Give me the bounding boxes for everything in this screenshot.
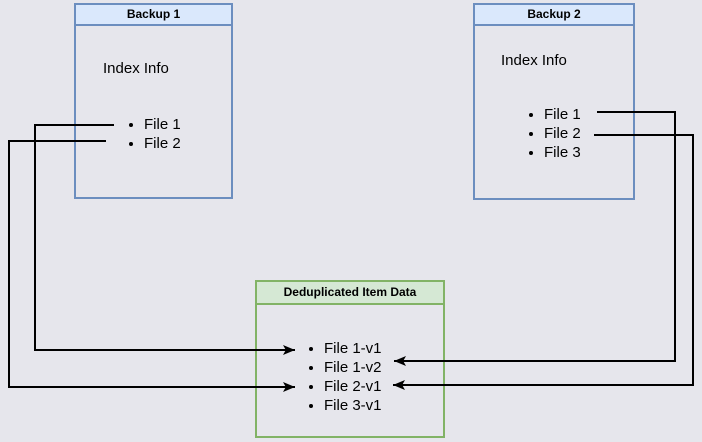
list-item: File 2-v1 bbox=[324, 377, 382, 396]
node-deduplicated-item-data: Deduplicated Item Data File 1-v1 File 1-… bbox=[255, 280, 445, 438]
node-dedup-title: Deduplicated Item Data bbox=[257, 282, 443, 305]
list-item: File 1-v2 bbox=[324, 358, 382, 377]
list-item: File 2 bbox=[544, 124, 581, 143]
list-item: File 1 bbox=[144, 115, 181, 134]
list-item: File 1 bbox=[544, 105, 581, 124]
list-item: File 3-v1 bbox=[324, 396, 382, 415]
list-item: File 1-v1 bbox=[324, 339, 382, 358]
node-backup-1-label: Index Info bbox=[103, 60, 169, 77]
node-backup-2-title: Backup 2 bbox=[475, 5, 633, 26]
node-dedup-file-list: File 1-v1 File 1-v2 File 2-v1 File 3-v1 bbox=[307, 339, 382, 415]
node-backup-1-file-list: File 1 File 2 bbox=[127, 115, 181, 153]
list-item: File 2 bbox=[144, 134, 181, 153]
node-backup-2: Backup 2 Index Info File 1 File 2 File 3 bbox=[473, 3, 635, 200]
node-backup-1-title: Backup 1 bbox=[76, 5, 231, 26]
list-item: File 3 bbox=[544, 143, 581, 162]
node-backup-1: Backup 1 Index Info File 1 File 2 bbox=[74, 3, 233, 199]
node-backup-2-file-list: File 1 File 2 File 3 bbox=[527, 105, 581, 162]
node-backup-2-label: Index Info bbox=[501, 52, 567, 69]
